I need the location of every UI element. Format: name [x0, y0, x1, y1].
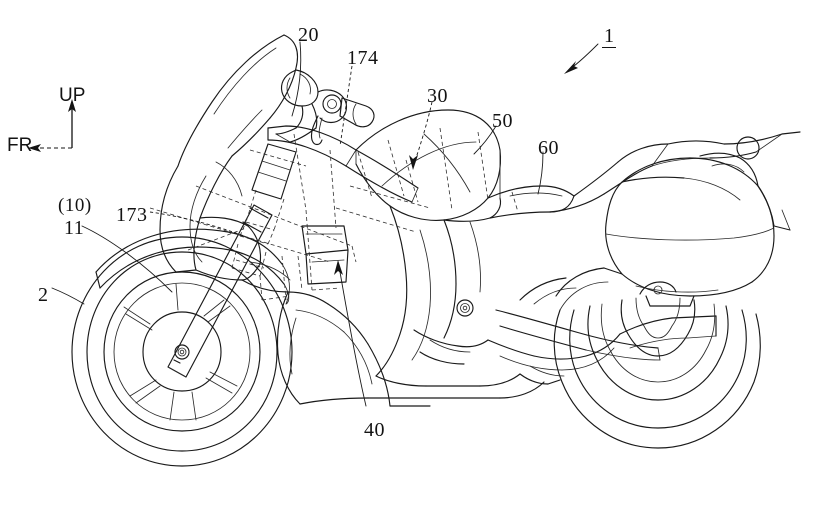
arrow-up-icon [68, 99, 76, 112]
ref-label-fuel-tank: 30 [427, 85, 448, 107]
mid-fairing-group [287, 205, 481, 407]
ref-label-pillion-seat: 60 [538, 137, 559, 159]
handlebar-mirror-group [275, 69, 375, 146]
saddlebag-group [605, 157, 775, 307]
fuel-tank-group [355, 109, 502, 222]
rear-wheel-group [553, 281, 761, 449]
ref-label-assembly: 1 [604, 25, 615, 47]
cowl-stay-group [267, 125, 419, 203]
ref-label-front-susp: 11 [64, 217, 85, 239]
engine-bellypan-group [276, 291, 717, 405]
ref-underline-assembly [602, 47, 616, 48]
leader-lines [51, 41, 599, 407]
leader-arrow-engine [334, 260, 343, 275]
leader-arrow-fuel-tank [409, 155, 418, 170]
leader-arrow-assembly [564, 61, 578, 74]
footpeg-group [519, 365, 565, 385]
seat-group [487, 140, 725, 219]
rear-subframe-group [699, 131, 801, 231]
ref-label-handlebar-grip: 174 [347, 47, 379, 69]
front-fork-group [95, 143, 297, 378]
axis-label-front: FR [7, 135, 33, 156]
ref-label-front-susp-alt: (10) [58, 195, 92, 216]
swingarm-group [495, 277, 661, 361]
ref-label-engine: 40 [364, 419, 385, 441]
ref-label-fork-member: 173 [116, 204, 148, 226]
orientation-axis-indicator [28, 99, 76, 152]
axis-label-up: UP [59, 85, 86, 106]
rear-fender-group [555, 267, 623, 311]
hidden-construction-lines [149, 127, 519, 301]
ref-label-front-wheel: 2 [38, 284, 49, 306]
front-wheel-group [71, 236, 293, 467]
arrow-left-icon [28, 144, 41, 152]
ref-label-seat: 50 [492, 110, 513, 132]
ref-label-windscreen: 20 [298, 24, 319, 46]
